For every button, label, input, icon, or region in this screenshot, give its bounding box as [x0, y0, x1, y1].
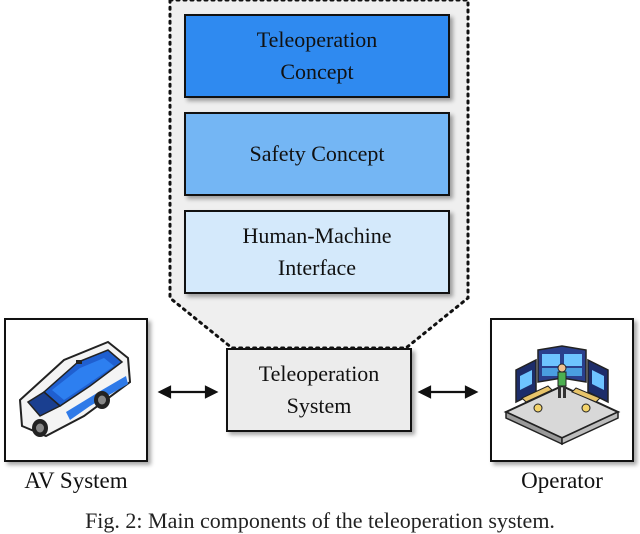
car-icon	[18, 340, 132, 438]
hmi-line1: Human-Machine	[242, 223, 392, 248]
teleoperation-concept-line2: Concept	[280, 59, 354, 84]
operator-label: Operator	[521, 468, 603, 493]
teleoperation-system-box: Teleoperation System	[226, 348, 412, 432]
teleoperation-system-line1: Teleoperation	[258, 361, 380, 386]
safety-concept-label: Safety Concept	[249, 141, 385, 166]
av-system-image	[4, 318, 148, 462]
teleoperation-concept-box: Teleoperation Concept	[184, 14, 450, 98]
figure-caption: Fig. 2: Main components of the teleopera…	[85, 508, 555, 533]
hmi-line2: Interface	[277, 255, 357, 280]
bidirectional-arrow-right	[417, 385, 479, 399]
safety-concept-box: Safety Concept	[184, 112, 450, 196]
teleoperation-concept-line1: Teleoperation	[256, 27, 378, 52]
operator-image	[490, 318, 634, 462]
bidirectional-arrow-left	[157, 385, 219, 399]
operator-station-icon	[503, 345, 621, 446]
av-system-label: AV System	[24, 468, 128, 493]
teleoperation-system-line2: System	[286, 393, 352, 418]
hmi-box: Human-Machine Interface	[184, 210, 450, 294]
